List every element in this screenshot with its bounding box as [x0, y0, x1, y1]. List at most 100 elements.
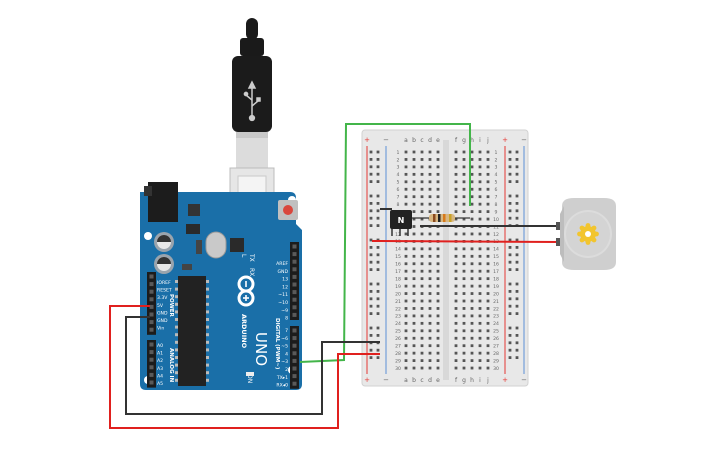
breadboard-hole[interactable]	[420, 195, 424, 199]
breadboard-hole[interactable]	[470, 344, 474, 348]
breadboard-hole[interactable]	[420, 202, 424, 206]
breadboard-hole[interactable]	[515, 253, 519, 257]
breadboard-hole[interactable]	[486, 187, 490, 191]
breadboard-hole[interactable]	[428, 180, 432, 184]
breadboard-hole[interactable]	[508, 260, 512, 264]
breadboard-hole[interactable]	[462, 172, 466, 176]
breadboard-hole[interactable]	[478, 202, 482, 206]
breadboard-hole[interactable]	[508, 150, 512, 154]
breadboard-hole[interactable]	[436, 269, 440, 273]
breadboard-hole[interactable]	[462, 329, 466, 333]
breadboard-hole[interactable]	[470, 210, 474, 213]
digital-header-top[interactable]	[290, 242, 299, 320]
breadboard-hole[interactable]	[376, 290, 380, 293]
header-pin[interactable]	[292, 374, 297, 379]
breadboard-hole[interactable]	[436, 366, 440, 370]
breadboard-hole[interactable]	[404, 172, 408, 176]
breadboard-hole[interactable]	[462, 277, 466, 281]
breadboard-hole[interactable]	[454, 292, 458, 295]
breadboard-hole[interactable]	[369, 180, 373, 183]
breadboard-hole[interactable]	[404, 150, 408, 154]
usb-cable[interactable]	[229, 18, 275, 221]
breadboard-hole[interactable]	[462, 165, 466, 169]
breadboard-hole[interactable]	[515, 238, 519, 242]
wire-red[interactable]	[109, 305, 380, 429]
breadboard-hole[interactable]	[436, 292, 440, 295]
breadboard-hole[interactable]	[470, 366, 474, 370]
header-pin[interactable]	[292, 343, 297, 348]
breadboard-hole[interactable]	[470, 247, 474, 251]
breadboard-hole[interactable]	[369, 297, 373, 301]
breadboard-hole[interactable]	[412, 329, 416, 333]
breadboard-hole[interactable]	[376, 253, 380, 257]
breadboard-hole[interactable]	[404, 202, 408, 206]
breadboard-hole[interactable]	[404, 292, 408, 295]
breadboard-hole[interactable]	[436, 150, 440, 154]
breadboard-hole[interactable]	[486, 195, 490, 199]
breadboard-hole[interactable]	[376, 348, 380, 352]
breadboard-hole[interactable]	[478, 344, 482, 348]
breadboard-hole[interactable]	[412, 225, 416, 228]
breadboard-hole[interactable]	[412, 158, 416, 161]
breadboard-hole[interactable]	[454, 165, 458, 169]
breadboard-hole[interactable]	[428, 284, 432, 288]
breadboard-hole[interactable]	[412, 187, 416, 191]
breadboard-hole[interactable]	[428, 202, 432, 206]
breadboard-hole[interactable]	[470, 262, 474, 266]
breadboard-hole[interactable]	[420, 359, 424, 362]
breadboard-hole[interactable]	[486, 254, 490, 258]
breadboard-hole[interactable]	[462, 321, 466, 325]
breadboard-hole[interactable]	[462, 292, 466, 295]
breadboard-hole[interactable]	[376, 150, 380, 154]
breadboard-hole[interactable]	[462, 195, 466, 199]
breadboard-hole[interactable]	[454, 314, 458, 318]
breadboard-hole[interactable]	[369, 172, 373, 176]
breadboard-hole[interactable]	[515, 246, 519, 249]
breadboard-hole[interactable]	[376, 312, 380, 315]
header-pin[interactable]	[292, 244, 297, 249]
resistor[interactable]	[412, 214, 470, 222]
breadboard-hole[interactable]	[478, 262, 482, 266]
breadboard-hole[interactable]	[508, 290, 512, 293]
breadboard-hole[interactable]	[454, 254, 458, 258]
breadboard-hole[interactable]	[404, 195, 408, 199]
breadboard-hole[interactable]	[420, 284, 424, 288]
breadboard-hole[interactable]	[478, 172, 482, 176]
breadboard-hole[interactable]	[428, 158, 432, 161]
breadboard-hole[interactable]	[478, 180, 482, 184]
header-pin[interactable]	[292, 328, 297, 333]
breadboard-hole[interactable]	[404, 329, 408, 333]
breadboard-hole[interactable]	[428, 314, 432, 318]
header-pin[interactable]	[149, 320, 154, 325]
breadboard-hole[interactable]	[420, 299, 424, 303]
breadboard-hole[interactable]	[462, 366, 466, 370]
header-pin[interactable]	[149, 372, 154, 377]
breadboard-hole[interactable]	[454, 202, 458, 206]
breadboard-hole[interactable]	[428, 329, 432, 333]
digital-header-bottom[interactable]	[290, 326, 299, 389]
breadboard-hole[interactable]	[515, 216, 519, 220]
breadboard-hole[interactable]	[462, 351, 466, 355]
breadboard-hole[interactable]	[412, 172, 416, 176]
breadboard-hole[interactable]	[369, 238, 373, 242]
breadboard-hole[interactable]	[486, 165, 490, 169]
breadboard-hole[interactable]	[412, 195, 416, 199]
breadboard-hole[interactable]	[376, 194, 380, 198]
breadboard-hole[interactable]	[412, 210, 416, 213]
header-pin[interactable]	[292, 252, 297, 257]
breadboard-hole[interactable]	[412, 262, 416, 266]
breadboard-hole[interactable]	[404, 254, 408, 258]
breadboard-hole[interactable]	[412, 359, 416, 362]
breadboard-hole[interactable]	[369, 246, 373, 249]
breadboard-hole[interactable]	[369, 356, 373, 359]
breadboard-hole[interactable]	[486, 329, 490, 333]
breadboard-hole[interactable]	[508, 304, 512, 308]
breadboard-hole[interactable]	[428, 344, 432, 348]
header-pin[interactable]	[149, 282, 154, 287]
breadboard-hole[interactable]	[436, 210, 440, 213]
breadboard-hole[interactable]	[478, 195, 482, 199]
breadboard-hole[interactable]	[376, 246, 380, 249]
breadboard-hole[interactable]	[412, 150, 416, 154]
breadboard-hole[interactable]	[478, 307, 482, 310]
